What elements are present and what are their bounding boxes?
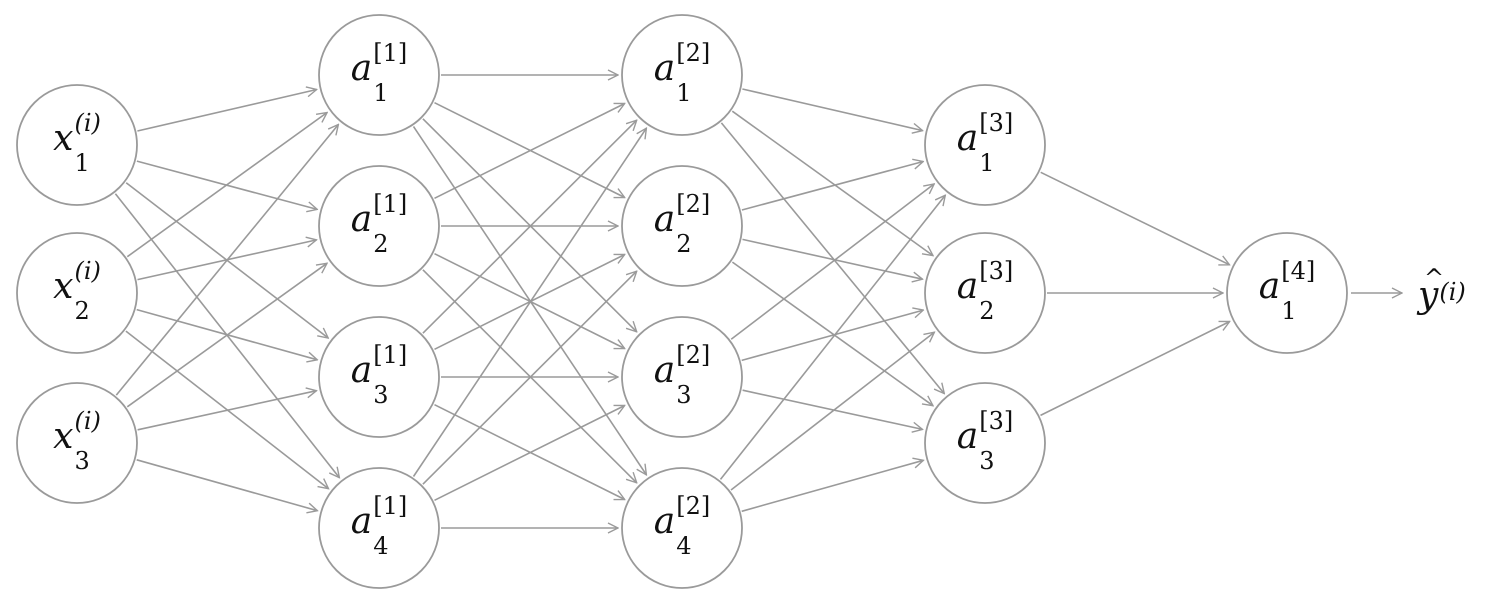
- edge-l2-n2-to-l3-n2: [742, 238, 923, 279]
- output-superscript: (i): [1439, 278, 1466, 307]
- edge-l0-n3-to-l1-n1: [115, 125, 338, 396]
- edge-l3-n3-to-l4-n1: [1040, 322, 1230, 417]
- edge-l2-n1-to-l3-n1: [742, 88, 922, 131]
- edge-l1-n4-to-l2-n1: [412, 128, 647, 477]
- edge-l0-n3-to-l1-n4: [136, 459, 318, 511]
- edge-l0-n3-to-l1-n3: [137, 391, 317, 431]
- node-hidden-2-2: [621, 165, 743, 287]
- node-hidden-2-3: [621, 316, 743, 438]
- edge-l0-n3-to-l1-n2: [126, 263, 327, 408]
- edge-l2-n3-to-l3-n1: [730, 184, 934, 340]
- output-hat: ^: [1424, 263, 1445, 292]
- node-input-1: [16, 84, 138, 206]
- edges-group: [114, 75, 1402, 528]
- node-hidden-1-4: [318, 467, 440, 589]
- node-input-2: [16, 232, 138, 354]
- edge-l2-n4-to-l3-n3: [741, 460, 924, 513]
- node-hidden-2-1: [621, 14, 743, 136]
- node-hidden-1-3: [318, 316, 440, 438]
- edge-l3-n1-to-l4-n1: [1040, 171, 1230, 264]
- node-hidden-1-1: [318, 14, 440, 136]
- node-hidden-3-1: [924, 84, 1046, 206]
- edge-l2-n2-to-l3-n1: [741, 162, 923, 211]
- node-hidden-1-2: [318, 165, 440, 287]
- output-base: y: [1418, 274, 1439, 316]
- node-input-3: [16, 382, 138, 504]
- output-y-hat-label: y ^ (i): [1418, 266, 1488, 326]
- edge-l1-n4-to-l2-n2: [422, 271, 637, 485]
- edge-l1-n3-to-l2-n1: [422, 120, 637, 334]
- node-hidden-3-2: [924, 232, 1046, 354]
- node-hidden-3-3: [924, 382, 1046, 504]
- nodes-group: [16, 14, 1348, 589]
- edge-l2-n4-to-l3-n1: [719, 195, 946, 480]
- edge-l1-n4-to-l2-n3: [434, 404, 625, 502]
- node-output-1: [1226, 232, 1348, 354]
- edge-l2-n3-to-l3-n2: [741, 310, 924, 362]
- edge-l2-n3-to-l3-n3: [742, 389, 923, 429]
- node-hidden-2-4: [621, 467, 743, 589]
- edge-l2-n1-to-l3-n3: [720, 122, 944, 394]
- edge-l2-n1-to-l3-n2: [731, 110, 933, 255]
- edge-l0-n2-to-l1-n1: [126, 113, 327, 258]
- edge-l2-n2-to-l3-n3: [731, 261, 933, 406]
- edge-l0-n1-to-l1-n1: [137, 90, 316, 132]
- edge-l2-n4-to-l3-n2: [730, 332, 934, 491]
- edge-l1-n2-to-l2-n1: [434, 102, 625, 200]
